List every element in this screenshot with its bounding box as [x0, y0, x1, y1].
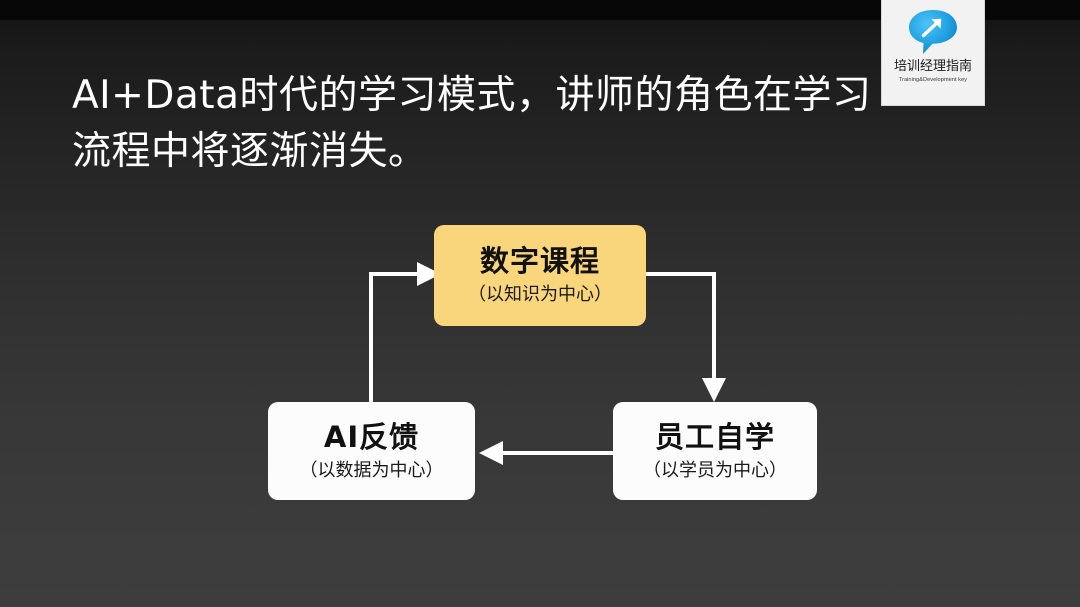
node-ai-feedback[interactable]: AI反馈 （以数据为中心） [268, 402, 475, 500]
node-digital-course-title: 数字课程 [479, 244, 600, 279]
node-digital-course[interactable]: 数字课程 （以知识为中心） [434, 225, 646, 326]
edge-feedback-to-course-arrow [369, 262, 441, 402]
node-ai-feedback-subtitle: （以数据为中心） [299, 459, 444, 481]
logo-name-en: Training&Development key [898, 77, 968, 83]
node-ai-feedback-title: AI反馈 [323, 419, 420, 454]
logo-name-cn: 培训经理指南 [893, 59, 972, 74]
node-self-study-subtitle: （以学员为中心） [643, 459, 787, 481]
node-self-study[interactable]: 员工自学 （以学员为中心） [613, 402, 817, 500]
speech-bubble-arrow-icon [907, 8, 959, 56]
edge-course-to-study-arrow [646, 272, 726, 402]
node-self-study-title: 员工自学 [654, 419, 775, 454]
slide-title: AI+Data时代的学习模式，讲师的角色在学习流程中将逐渐消失。 [72, 73, 872, 174]
top-black-band [0, 0, 1080, 20]
node-digital-course-subtitle: （以知识为中心） [468, 284, 612, 306]
brand-logo-card: 培训经理指南 Training&Development key [882, 0, 984, 105]
edge-study-to-feedback-arrow [479, 441, 613, 465]
